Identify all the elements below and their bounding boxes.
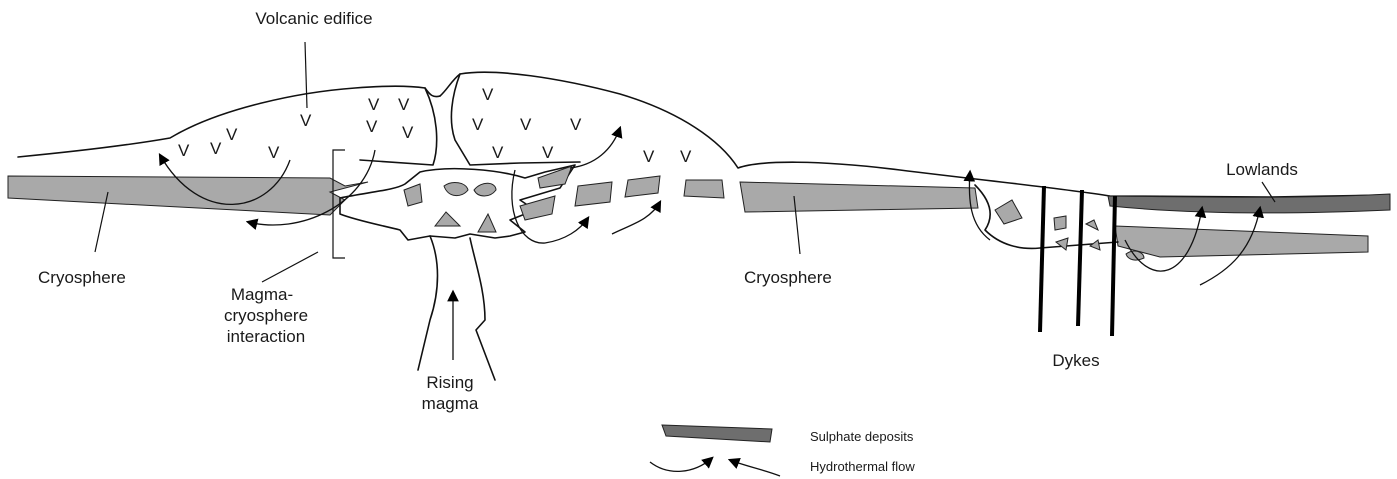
legend-flow-arrow-right [730, 460, 780, 476]
leader-magma-interaction [262, 252, 318, 282]
breccia-fragment [520, 196, 555, 220]
label-rising-magma-2: magma [422, 394, 479, 413]
v-mark: V [398, 95, 410, 114]
rising-magma-conduit-left [418, 236, 438, 370]
breccia-fragment [995, 200, 1022, 224]
dyke-1 [1040, 186, 1044, 332]
label-lowlands: Lowlands [1226, 160, 1298, 179]
v-mark: V [268, 143, 280, 162]
v-mark: V [520, 115, 532, 134]
breccia-fragment [1090, 240, 1100, 250]
cryosphere-segment-2 [625, 176, 660, 197]
breccia-fragment [1086, 220, 1098, 230]
breccia-fragment [474, 183, 496, 196]
v-mark: V [542, 143, 554, 162]
cryosphere-layer-left [8, 176, 368, 215]
dyke-2 [1078, 190, 1082, 326]
legend-sulphate-label: Sulphate deposits [810, 429, 914, 444]
v-mark: V [482, 85, 494, 104]
breccia-fragment [404, 184, 422, 206]
lowlands-sulphate-deposit [1108, 194, 1390, 213]
v-mark: V [402, 123, 414, 142]
breccia-fragment [1054, 216, 1066, 230]
legend-hydrothermal-label: Hydrothermal flow [810, 459, 915, 474]
v-mark: V [643, 147, 655, 166]
rising-magma-conduit-right [470, 238, 495, 380]
legend-flow-arrow-left [650, 458, 712, 471]
label-rising-magma-1: Rising [426, 373, 473, 392]
v-mark: V [472, 115, 484, 134]
conduit-inner [451, 74, 580, 165]
label-magma-interaction-1: Magma- [231, 285, 293, 304]
label-magma-interaction-2: cryosphere [224, 306, 308, 325]
breccia-fragment [444, 183, 468, 196]
cryosphere-segment-3 [684, 180, 724, 198]
dyke-3 [1112, 196, 1115, 336]
legend-sulphate-swatch [662, 425, 772, 442]
v-mark: V [226, 125, 238, 144]
v-mark: V [300, 111, 312, 130]
v-mark: V [178, 141, 190, 160]
breccia-fragment [435, 212, 460, 226]
label-cryosphere-right: Cryosphere [744, 268, 832, 287]
v-mark: V [210, 139, 222, 158]
label-dykes: Dykes [1052, 351, 1099, 370]
leader-volcanic-edifice [305, 42, 307, 108]
cryosphere-layer-right [740, 182, 978, 212]
v-mark: V [570, 115, 582, 134]
cryosphere-segment-1 [575, 182, 612, 206]
v-mark: V [366, 117, 378, 136]
label-volcanic-edifice: Volcanic edifice [255, 9, 372, 28]
breccia-fragment [1056, 238, 1068, 250]
legend: Sulphate deposits Hydrothermal flow [650, 425, 915, 476]
v-mark: V [492, 143, 504, 162]
label-cryosphere-left: Cryosphere [38, 268, 126, 287]
v-mark: V [680, 147, 692, 166]
hydrothermal-flow-arrow [612, 202, 660, 234]
v-mark: V [368, 95, 380, 114]
label-magma-interaction-3: interaction [227, 327, 305, 346]
breccia-fragment [478, 214, 496, 232]
